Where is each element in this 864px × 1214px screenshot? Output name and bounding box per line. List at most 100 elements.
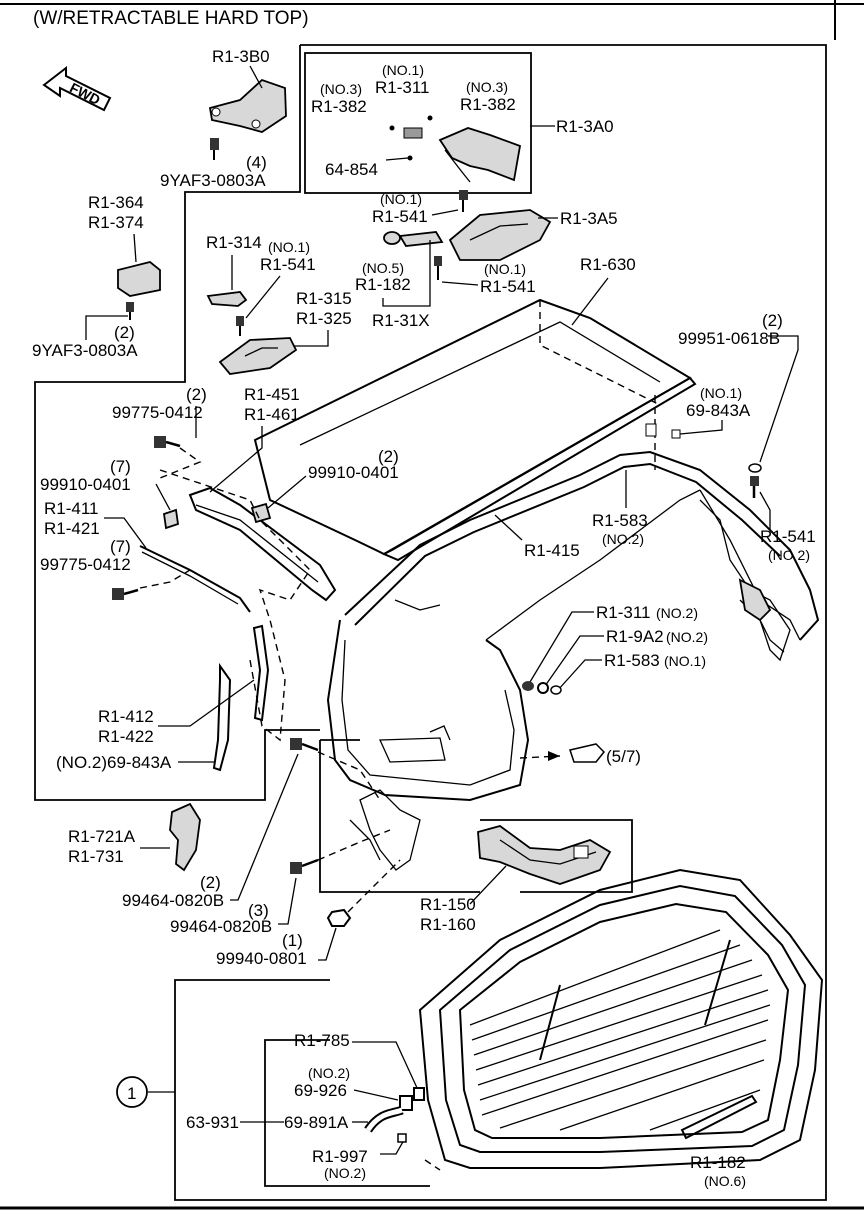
bolt-icon	[290, 738, 319, 752]
label-r1-3a0: R1-3A0	[556, 117, 614, 136]
pointing-hand-icon	[569, 743, 606, 763]
label-qty-2-d: (2)	[378, 447, 399, 466]
label-circle-1: 1	[127, 1084, 136, 1103]
label-no2-e: (NO.2)	[308, 1065, 350, 1081]
pad-r1-182	[383, 231, 444, 247]
label-64-854: 64-854	[325, 160, 378, 179]
hardware-icon	[522, 681, 562, 695]
label-qty-2-b: (2)	[762, 311, 783, 330]
label-qty-2-a: (2)	[114, 323, 135, 342]
label-r1-541-a: R1-541	[372, 207, 428, 226]
label-r1-541-d: R1-541	[760, 527, 816, 546]
label-r1-583-a: R1-583	[592, 511, 648, 530]
label-r1-997: R1-997	[312, 1147, 368, 1166]
label-no1-c: (NO.1)	[268, 239, 310, 255]
label-r1-411: R1-411	[44, 499, 99, 518]
label-no5: (NO.5)	[362, 260, 404, 276]
group-bracket	[264, 1039, 430, 1187]
nozzle-icon	[399, 1087, 425, 1111]
label-69-843a-a: 69-843A	[686, 401, 751, 420]
label-r1-461: R1-461	[244, 405, 300, 424]
label-no2-c: (NO.2)	[656, 605, 698, 621]
label-r1-451: R1-451	[244, 385, 300, 404]
label-r1-731: R1-731	[68, 847, 124, 866]
label-r1-541-b: R1-541	[260, 255, 316, 274]
label-r1-785: R1-785	[294, 1031, 350, 1050]
label-r1-182-b: R1-182	[690, 1153, 746, 1172]
label-9yaf3-b: 9YAF3-0803A	[32, 341, 138, 360]
label-no1-f: (NO.1)	[664, 653, 706, 669]
label-99775-a: 99775-0412	[112, 403, 203, 422]
label-qty-1: (1)	[282, 931, 303, 950]
label-r1-150: R1-150	[420, 895, 476, 914]
hinge-mechanism	[699, 499, 791, 662]
nut-icon	[326, 908, 352, 927]
moulding-r1-411	[139, 545, 251, 613]
label-qty-3: (3)	[248, 901, 269, 920]
label-qty-7-a: (7)	[110, 457, 131, 476]
label-qty-4: (4)	[246, 153, 267, 172]
label-99464-a: 99464-0820B	[122, 891, 224, 910]
label-no2-b: (NO 2)	[768, 547, 810, 563]
clip-icon	[250, 502, 272, 524]
cable-r1-721a	[169, 802, 201, 872]
label-r1-721a: R1-721A	[68, 827, 136, 846]
fwd-arrow: FWD	[42, 65, 112, 112]
body-frame-r1-415	[326, 450, 820, 802]
strip-r1-182	[680, 1094, 758, 1140]
label-r1-382-a: R1-382	[311, 97, 367, 116]
callout-circle	[116, 1076, 148, 1108]
label-r1-382-b: R1-382	[460, 95, 516, 114]
label-r1-422: R1-422	[98, 727, 154, 746]
label-99910-a: 99910-0401	[40, 475, 131, 494]
label-no1-d: (NO.1)	[484, 261, 526, 277]
label-qty-2-c: (2)	[186, 385, 207, 404]
label-63-931: 63-931	[186, 1113, 239, 1132]
hose-icon	[364, 1105, 404, 1133]
label-69-926: 69-926	[294, 1081, 347, 1100]
bolt-icon	[126, 302, 134, 320]
label-ref-5-7: (5/7)	[606, 747, 641, 766]
label-r1-3a5: R1-3A5	[560, 209, 618, 228]
fwd-label: FWD	[67, 79, 103, 108]
bolt-icon	[750, 476, 759, 498]
label-no1-e: (NO.1)	[700, 385, 742, 401]
bolt-icon	[210, 138, 219, 160]
bracket-r1-315	[218, 337, 298, 375]
inset-box-r1-150	[319, 739, 633, 893]
label-r1-31x: R1-31X	[372, 311, 430, 330]
hinge-r1-150	[477, 825, 612, 885]
label-99464-b: 99464-0820B	[170, 917, 272, 936]
label-r1-541-c: R1-541	[480, 277, 536, 296]
label-r1-311-a: R1-311	[375, 78, 430, 97]
bolt-icon	[290, 858, 319, 874]
label-99910-b: 99910-0401	[308, 463, 399, 482]
label-r1-314: R1-314	[206, 233, 262, 252]
label-r1-364: R1-364	[88, 193, 144, 212]
label-69-843a-b: (NO.2)69-843A	[56, 753, 172, 772]
label-r1-315: R1-315	[296, 289, 352, 308]
label-qty-2-e: (2)	[200, 873, 221, 892]
label-qty-7-b: (7)	[110, 537, 131, 556]
label-no2-a: (NO.2)	[602, 531, 644, 547]
label-99940: 99940-0801	[216, 949, 307, 968]
label-no2-d: (NO.2)	[666, 629, 708, 645]
clip-icon	[163, 508, 179, 530]
screw-icon	[154, 436, 181, 448]
label-no2-f: (NO.2)	[324, 1165, 366, 1181]
label-r1-325: R1-325	[296, 309, 352, 328]
roof-panel-r1-630	[253, 298, 697, 562]
diagram-title: (W/RETRACTABLE HARD TOP)	[33, 8, 309, 29]
label-r1-182-a: R1-182	[355, 275, 411, 294]
striker-r1-314	[206, 291, 248, 307]
bracket-r1-364	[117, 261, 161, 297]
screw-icon	[112, 588, 139, 600]
label-r1-374: R1-374	[88, 213, 144, 232]
label-r1-9a2: R1-9A2	[606, 627, 664, 646]
weatherstrip-r1-412	[212, 624, 270, 772]
seal-r1-451	[188, 486, 337, 602]
label-r1-583-b: R1-583	[604, 651, 660, 670]
bolt-icon	[459, 190, 468, 212]
label-no1-b: (NO.1)	[380, 191, 422, 207]
